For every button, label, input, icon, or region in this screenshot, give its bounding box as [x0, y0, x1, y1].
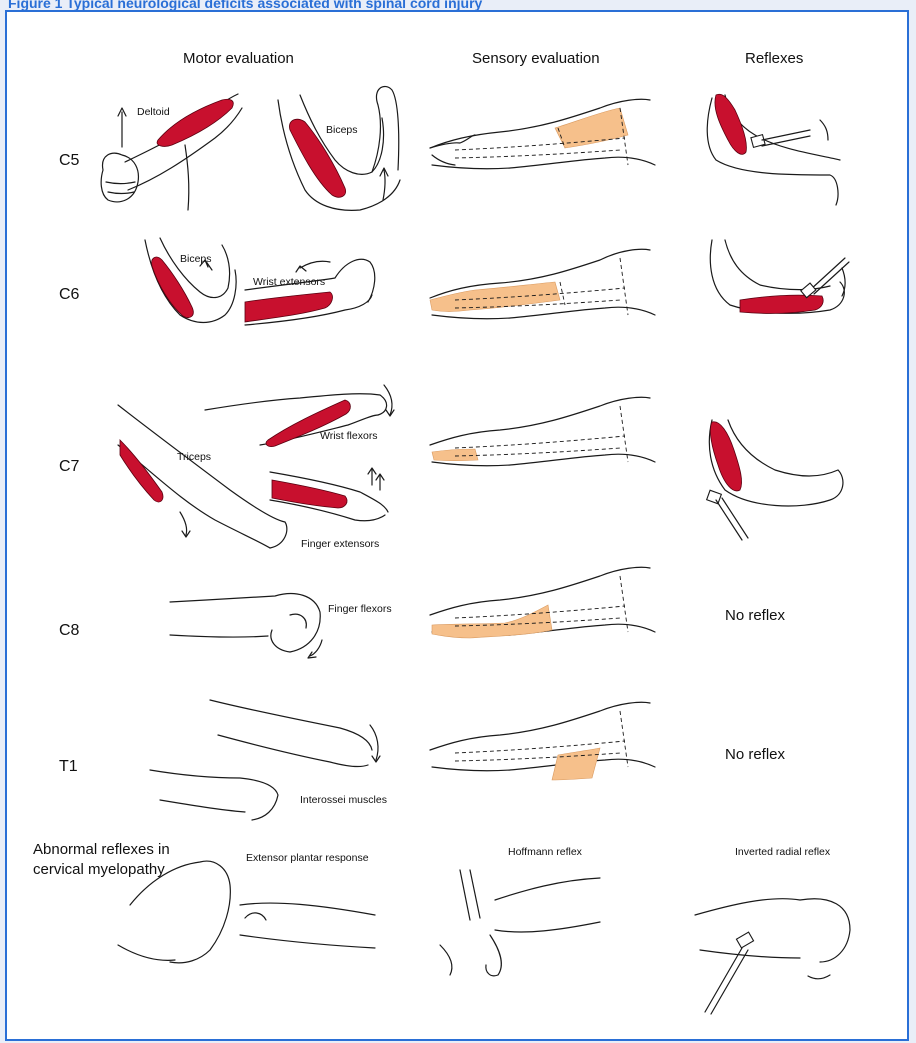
c5-reflex-illustration	[707, 94, 840, 205]
hoffmann-reflex-illustration	[440, 870, 600, 976]
extensor-plantar-illustration	[118, 861, 375, 963]
c8-sensory-arm	[430, 567, 655, 638]
c6-biceps-illustration	[145, 238, 236, 323]
c7-wrist-flexors-illustration	[205, 385, 394, 447]
c7-reflex-illustration	[707, 420, 843, 540]
c5-deltoid-illustration	[101, 94, 242, 210]
c5-biceps-illustration	[278, 86, 400, 210]
c5-sensory-arm	[430, 99, 655, 169]
c6-sensory-arm	[430, 249, 655, 319]
inverted-radial-illustration	[695, 899, 850, 1014]
c8-finger-flexors-illustration	[170, 594, 322, 658]
c6-wrist-extensors-illustration	[245, 259, 375, 325]
c7-triceps-illustration	[118, 405, 287, 548]
t1-interossei-illustration	[150, 700, 380, 820]
t1-sensory-arm	[430, 702, 655, 780]
c7-sensory-arm	[430, 397, 655, 466]
c6-reflex-illustration	[710, 240, 849, 313]
c7-finger-extensors-illustration	[270, 468, 388, 521]
